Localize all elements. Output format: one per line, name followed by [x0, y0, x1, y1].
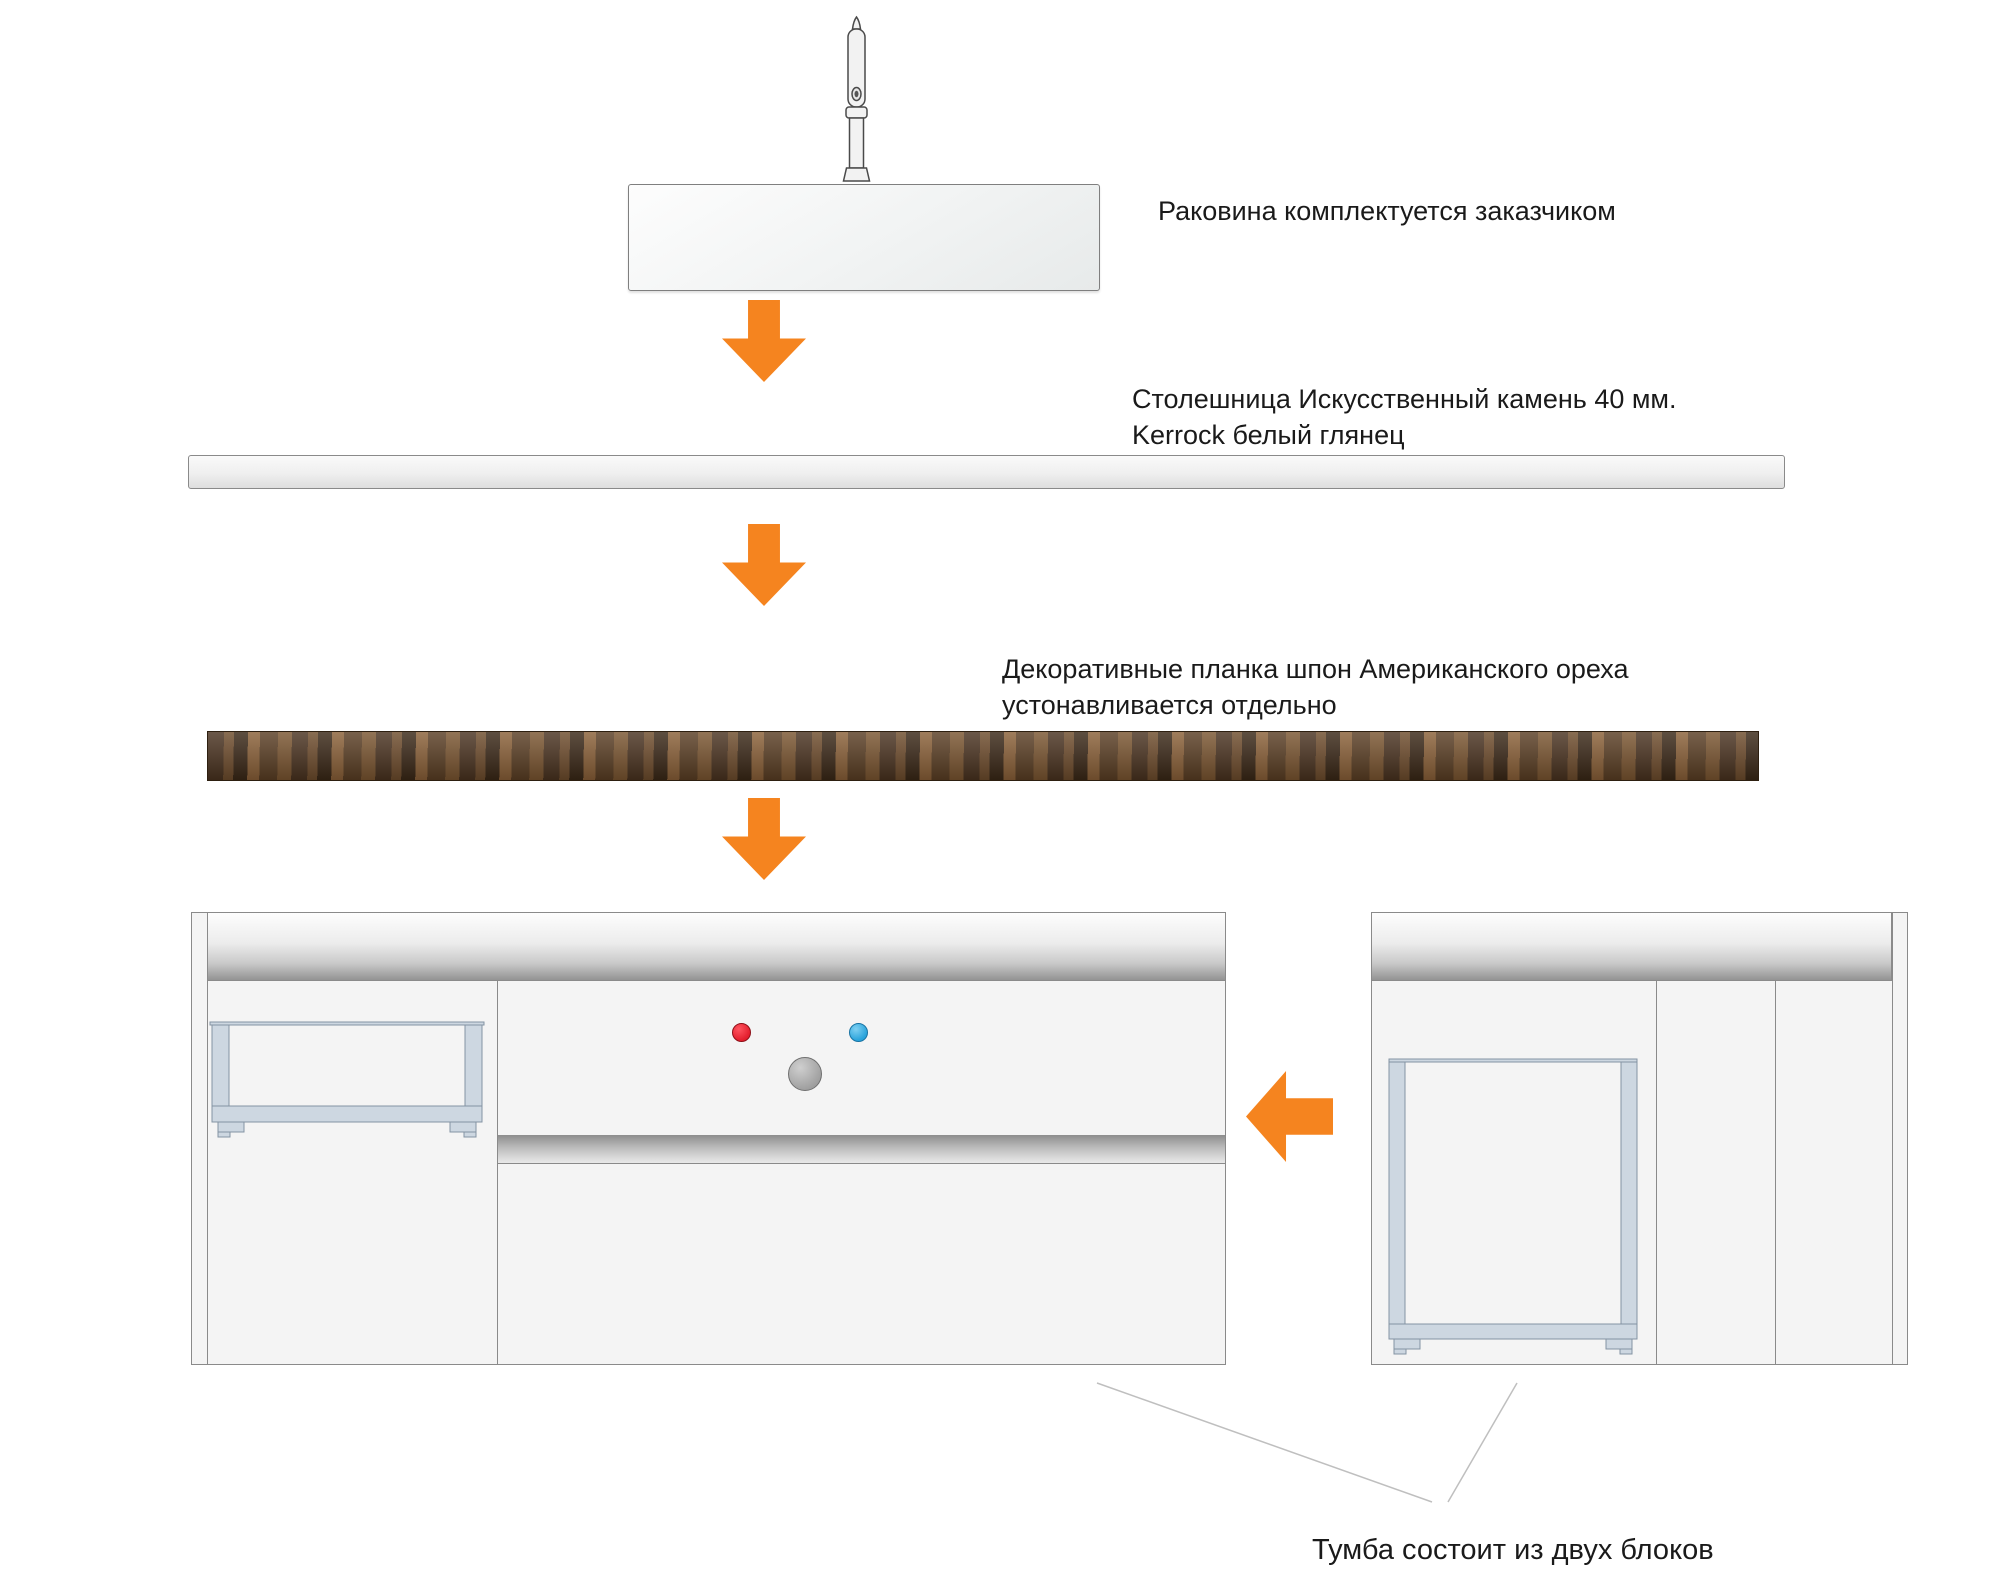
faucet-icon: [842, 15, 871, 182]
countertop-note-label: Столешница Искусственный камень 40 мм. K…: [1132, 381, 1676, 453]
sink-note-label: Раковина комплектуется заказчиком: [1158, 196, 1616, 226]
down-arrow-icon: [722, 524, 806, 606]
sink-basin: [628, 184, 1100, 291]
drawer-foot-right-pad: [463, 1131, 477, 1138]
faucet-neck: [848, 117, 865, 169]
faucet-outlet-hole: [854, 90, 859, 98]
walnut-trim-strip: [207, 731, 1759, 781]
cabinet-left-drawer-gap-band: [497, 1135, 1226, 1164]
countertop-note-line1: Столешница Искусственный камень 40 мм.: [1132, 384, 1677, 414]
drawer-side-left: [1388, 1061, 1406, 1325]
drawer-side-right: [464, 1024, 483, 1109]
cabinet-left-upper-drawer-front: [497, 980, 1226, 1136]
faucet-collar: [845, 106, 868, 119]
cabinet-right-side-panel: [1892, 912, 1908, 1365]
drawer-foot-left-pad: [1393, 1348, 1407, 1355]
trim-note-line2: устонавливается отдельно: [1002, 690, 1337, 720]
drain-hole: [788, 1057, 822, 1091]
faucet-tip: [851, 15, 862, 30]
countertop-slab: [188, 455, 1785, 489]
cold-water-dot: [849, 1023, 868, 1042]
cabinet-left-open-compartment: [207, 980, 498, 1365]
drawer-foot-right: [1605, 1338, 1633, 1350]
drawer-foot-right: [449, 1121, 477, 1133]
hot-water-dot: [732, 1023, 751, 1042]
drawer-foot-left: [1393, 1338, 1421, 1350]
drawer-foot-left-pad: [217, 1131, 231, 1138]
cabinet-right-open-compartment: [1371, 980, 1657, 1365]
trim-note-line1: Декоративные планка шпон Американского о…: [1002, 654, 1629, 684]
cabinet-right-top-rail: [1371, 912, 1892, 981]
cabinet-left-side-panel: [191, 912, 208, 1365]
down-arrow-icon: [722, 300, 806, 382]
drawer-box-icon: [1388, 1058, 1638, 1355]
pointer-line-right: [1447, 1382, 1518, 1503]
drawer-top-rail: [209, 1021, 485, 1026]
drawer-bottom: [211, 1105, 483, 1123]
drawer-top-rail: [1388, 1058, 1638, 1063]
drawer-foot-right-pad: [1619, 1348, 1633, 1355]
cabinet-left-lower-drawer-front: [497, 1163, 1226, 1365]
cabinet-right-mid-panel: [1656, 980, 1776, 1365]
countertop-note-line2: Kerrock белый глянец: [1132, 420, 1405, 450]
left-arrow-icon: [1246, 1071, 1333, 1162]
cabinet-note-label: Тумба состоит из двух блоков: [1312, 1534, 1714, 1566]
faucet-base: [842, 167, 871, 182]
cabinet-right-end-panel: [1775, 980, 1893, 1365]
drawer-bottom: [1388, 1323, 1638, 1340]
cabinet-left-top-rail: [207, 912, 1226, 981]
drawer-foot-left: [217, 1121, 245, 1133]
drawer-side-left: [211, 1024, 230, 1109]
drawer-side-right: [1620, 1061, 1638, 1325]
pointer-line-left: [1096, 1382, 1433, 1503]
trim-note-label: Декоративные планка шпон Американского о…: [1002, 651, 1629, 723]
down-arrow-icon: [722, 798, 806, 880]
drawer-box-icon: [209, 1021, 485, 1138]
